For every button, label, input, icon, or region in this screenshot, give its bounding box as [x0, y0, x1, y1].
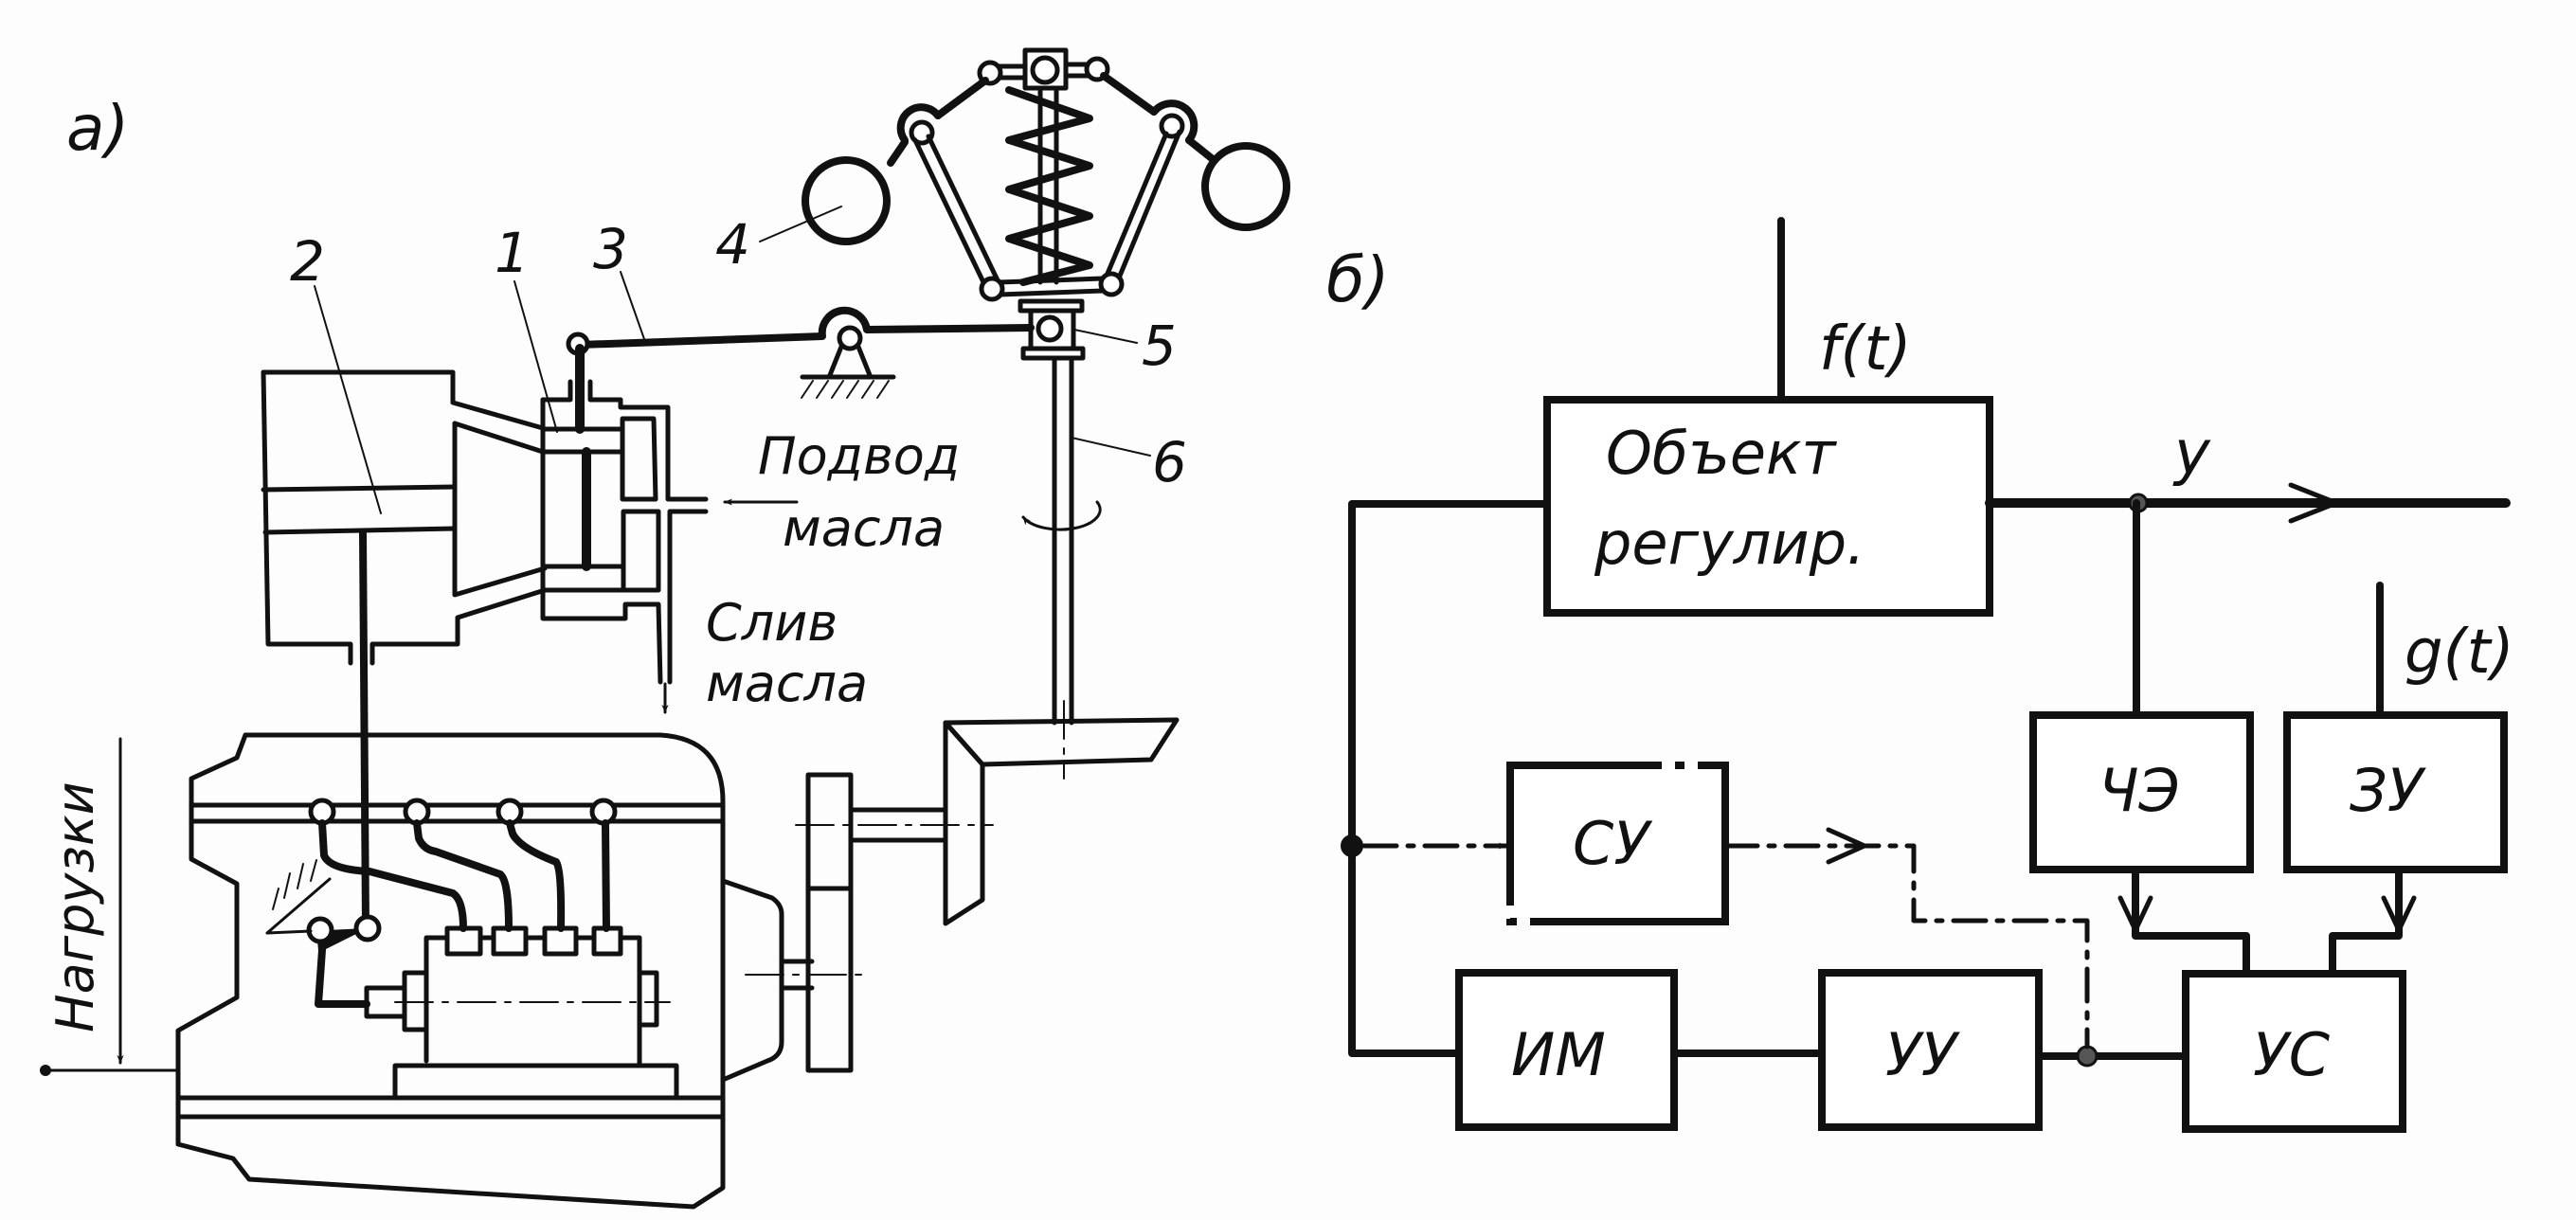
rail-pin-4: [589, 798, 618, 826]
block-amplifier-label: УУ: [1885, 1020, 1961, 1089]
spool-stem: [575, 344, 591, 571]
part-a-mechanical-scheme: а): [40, 47, 1290, 1210]
rotation-arrow-icon: [1021, 500, 1102, 531]
governor-left-elbow: [896, 103, 942, 144]
block-plant-label-line1: Объект: [1606, 419, 1837, 488]
governor-left-upper-arm: [934, 77, 989, 119]
sensor-to-comparator: [2132, 866, 2250, 978]
bevel-drive-shaft: [848, 807, 948, 843]
callout-3: 3: [593, 217, 628, 281]
output-arrowhead: [2288, 482, 2339, 524]
governor-right-upper-arm: [1100, 72, 1158, 116]
engine-right-bump: [720, 878, 784, 1083]
piston-rod: [359, 529, 369, 930]
part-b-label: б): [1326, 243, 1389, 316]
fulcrum-support: [827, 344, 873, 378]
disturbance-label: f(t): [1819, 314, 1912, 385]
engine-top-rail: [189, 802, 726, 824]
governor-right-elbow-pin: [1159, 113, 1185, 139]
pump-right-cap: [637, 970, 659, 1028]
flywheel: [805, 772, 854, 1073]
spool-valve: [540, 344, 709, 685]
spindle-shaft: [1052, 355, 1074, 726]
block-sensor: [2029, 711, 2254, 873]
block-actuator-label: ИМ: [1511, 1020, 1606, 1089]
callout-4: 4: [715, 212, 750, 277]
oil-drain-label-line1: Слив: [706, 593, 838, 653]
lever-fulcrum-pin: [837, 325, 863, 351]
servomotor-cylinder: [261, 369, 548, 930]
rack-lever-pin-right: [353, 914, 382, 942]
flyball-left: [802, 156, 891, 245]
actuator-to-plant: [1348, 500, 1547, 1057]
governor-top-pin: [1030, 55, 1060, 85]
flyball-right: [1201, 142, 1290, 231]
governor-right-ball-stem: [1185, 136, 1216, 163]
callout-5: 5: [1142, 314, 1177, 378]
block-corrector-label: СУ: [1573, 809, 1653, 878]
pump-base: [392, 1063, 679, 1101]
piston-2: [261, 484, 458, 535]
rack-stop-hatch: [272, 859, 317, 910]
oil-supply-label-line1: Подвод: [758, 426, 960, 486]
block-amplifier: [1818, 969, 2043, 1131]
fuel-pump-body: [423, 935, 642, 1068]
block-sensor-label: ЧЭ: [2099, 756, 2180, 825]
rack-stop: [265, 877, 332, 935]
callout-1: 1: [495, 221, 530, 285]
callout-6: 6: [1152, 430, 1187, 494]
lever-3: [576, 306, 1035, 349]
corrector-junction: [1341, 834, 1363, 857]
block-setter: [2283, 711, 2508, 873]
part-b-block-diagram: б) Объект регулир. f(t) y ЧЭ g(t) ЗУ УС: [1326, 217, 2514, 1133]
governor-bottom-left-pin: [979, 276, 1005, 302]
diesel-engine: [175, 732, 784, 1210]
engine-bottom-rail: [175, 1095, 726, 1120]
corrector-output: [1722, 843, 2090, 1050]
governor-bottom-right-pin: [1098, 271, 1125, 297]
bevel-gear-horizontal: [943, 717, 1180, 767]
block-plant: [1543, 396, 1993, 617]
block-actuator: [1455, 969, 1678, 1131]
fulcrum-ground-hatch: [801, 380, 890, 399]
part-a-label: а): [66, 92, 129, 165]
bevel-gear-vertical: [943, 720, 985, 926]
governor-left-ball-stem: [887, 138, 909, 167]
block-plant-label-line2: регулир.: [1594, 509, 1865, 578]
sleeve-pin: [1036, 314, 1064, 343]
governor-right-lower-link: [1102, 129, 1182, 283]
governor-bottom-crossbar: [997, 276, 1106, 297]
block-comparator-label: УС: [2253, 1020, 2331, 1089]
governor-top-crossbar: [994, 62, 1092, 81]
fuel-line-3: [506, 819, 566, 932]
setpoint-label: g(t): [2405, 618, 2514, 688]
centrifugal-governor: [802, 47, 1290, 361]
block-comparator: [2182, 970, 2406, 1133]
oil-drain-label-line2: масла: [706, 654, 868, 713]
governor-left-lower-link: [912, 134, 1000, 287]
governor-right-elbow: [1150, 99, 1198, 144]
governor-top-block: [1022, 47, 1069, 91]
governor-spring: [1005, 86, 1093, 286]
setter-to-comparator: [2329, 866, 2403, 978]
rack-lever-pin-left: [306, 916, 334, 944]
amplifier-junction: [2076, 1045, 2099, 1068]
load-label: Нагрузки: [45, 781, 105, 1032]
block-setter-label: ЗУ: [2350, 756, 2427, 825]
oil-supply-label-line2: масла: [783, 498, 945, 558]
callout-2: 2: [290, 229, 325, 294]
fuel-line-2: [413, 819, 513, 932]
output-label: y: [2172, 419, 2211, 489]
fuel-line-1: [318, 819, 467, 932]
fuel-line-4: [602, 819, 610, 932]
engine-housing: [175, 732, 726, 1210]
